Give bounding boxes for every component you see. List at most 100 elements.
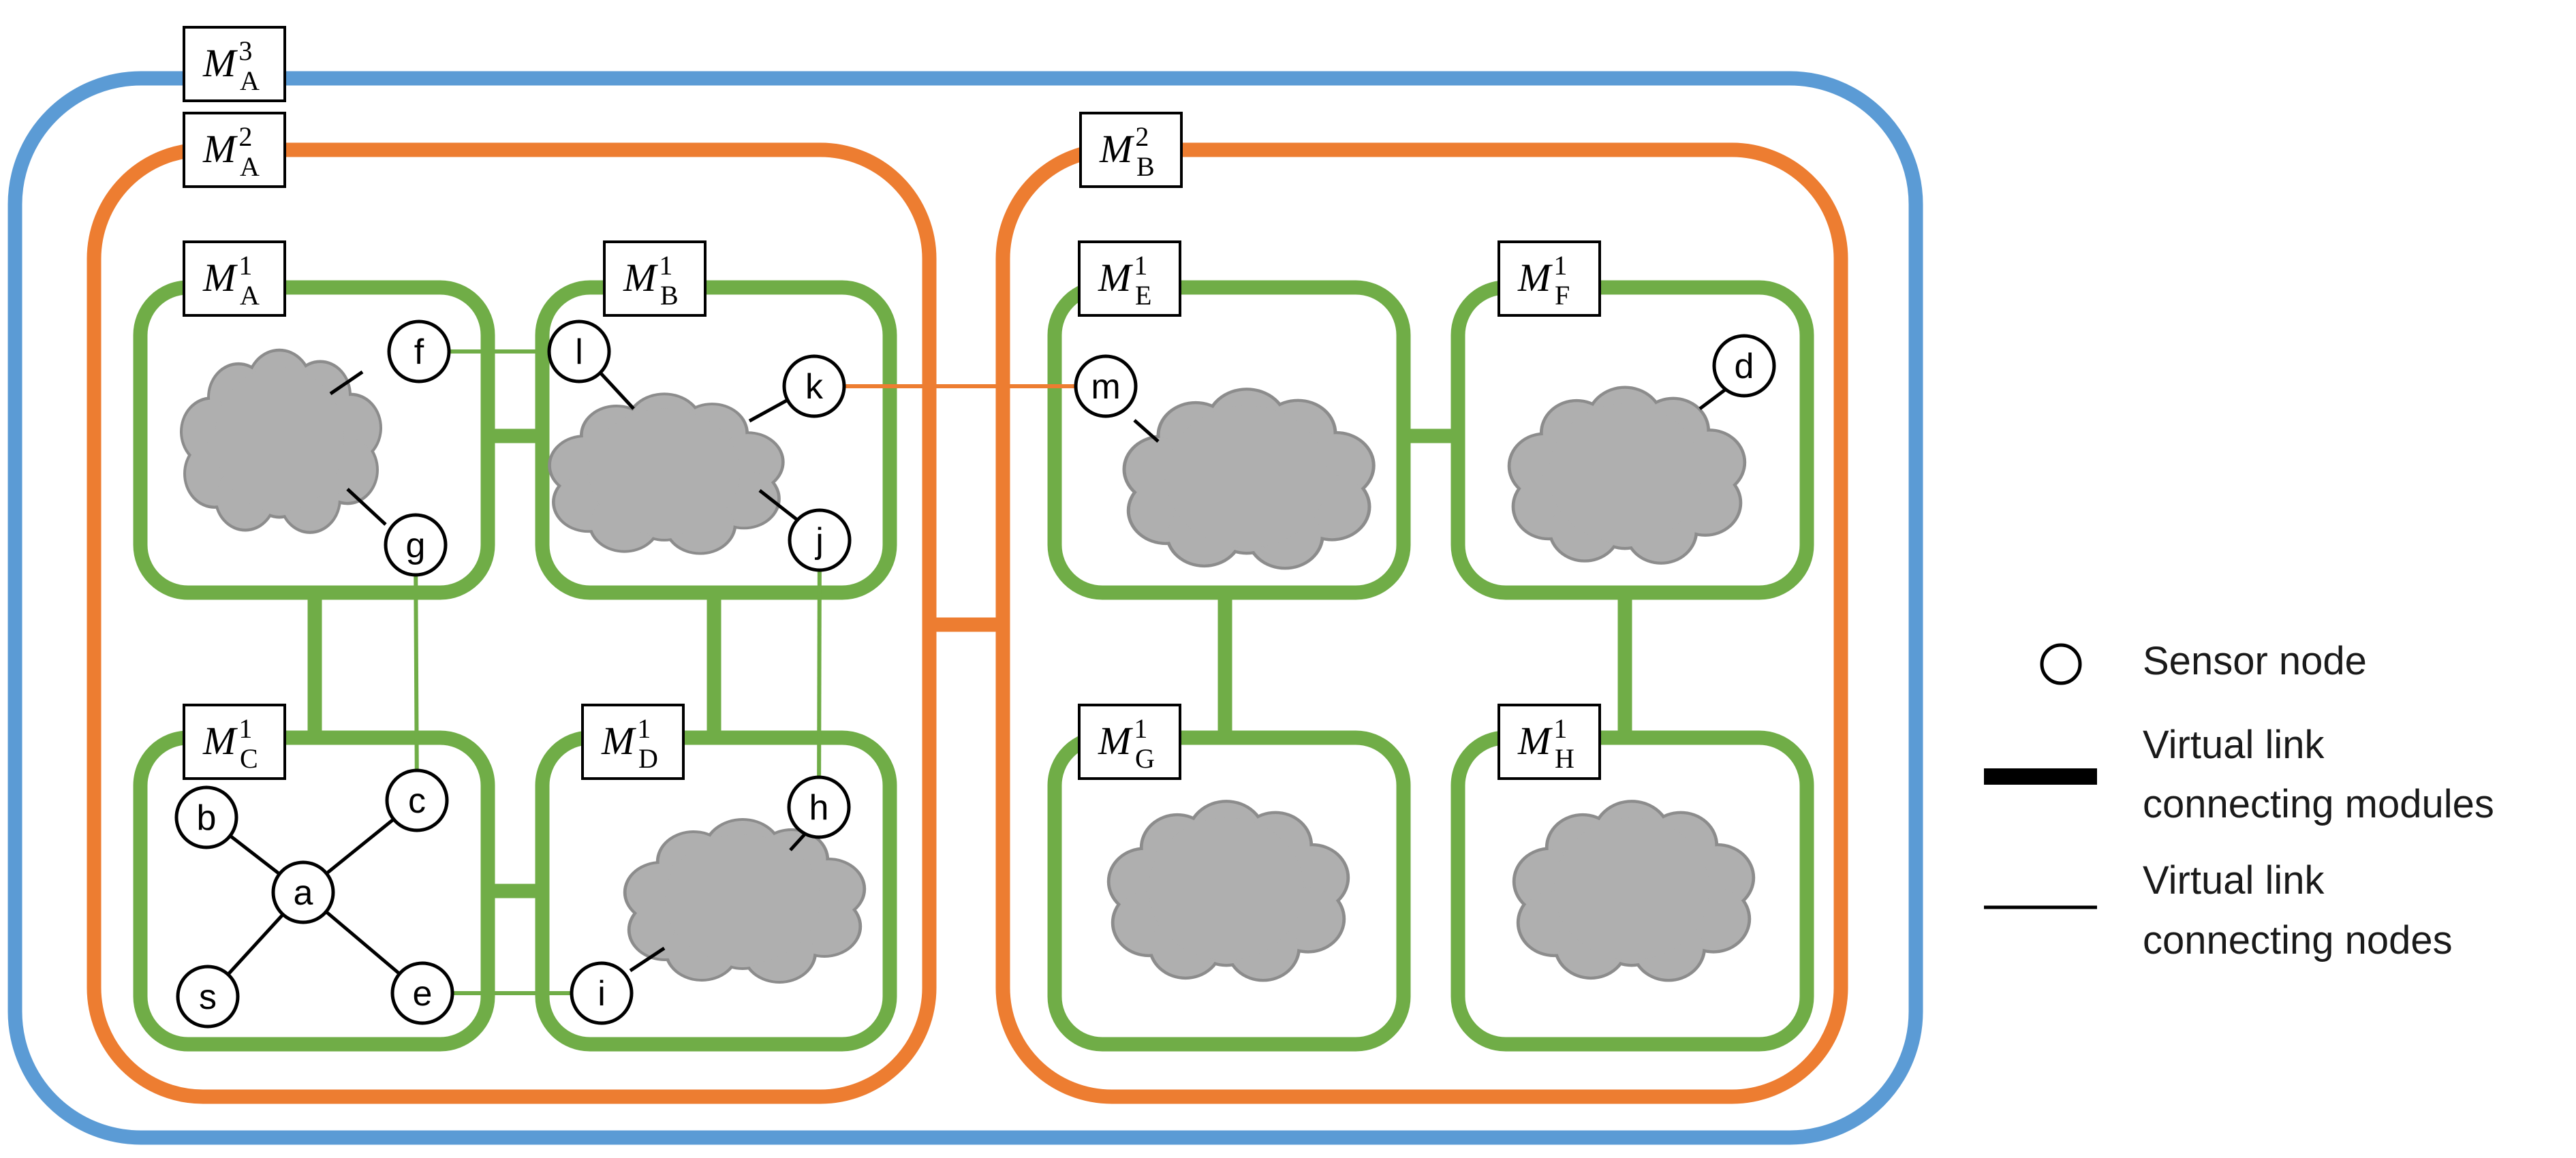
sensor-node-j: j (788, 508, 852, 572)
attach-l-cloud (598, 371, 635, 410)
sensor-nodes: f g l k j m d a b c s e h i (174, 319, 1776, 1029)
module-c1-box (133, 730, 495, 1052)
attach-i-cloud (629, 946, 666, 973)
sensor-node-e: e (390, 961, 454, 1025)
module-label-box (581, 704, 685, 780)
module-label-box (1498, 240, 1601, 317)
sensor-node-label: i (598, 974, 606, 1014)
sensor-node-label: a (294, 873, 313, 913)
legend: Sensor node Virtual link connecting modu… (1984, 639, 2494, 963)
sensor-node-a: a (271, 860, 335, 924)
sensor-node-circle (387, 319, 451, 384)
attach-k-cloud (748, 396, 792, 423)
module-e1-box (1047, 280, 1411, 600)
sensor-node-circle (271, 860, 335, 924)
cloud-f1 (1510, 389, 1743, 562)
attach-f-cloud (329, 370, 364, 396)
sensor-node-label: k (805, 367, 824, 407)
sensor-node-label: g (406, 526, 426, 565)
sensor-node-f: f (387, 319, 451, 384)
sensor-node-circle (787, 775, 851, 839)
sensor-node-d: d (1712, 334, 1776, 398)
sensor-node-circle (547, 319, 611, 384)
cloud-g1 (1111, 803, 1347, 980)
level1-module-links (307, 428, 1632, 898)
sensor-node-circle (385, 768, 449, 832)
module-label-box (183, 240, 286, 317)
module-label-box (1079, 112, 1183, 188)
sensor-node-k: k (782, 354, 846, 418)
module-label-box (183, 112, 286, 188)
legend-node-link-label-2: connecting nodes (2143, 918, 2453, 963)
link-j-h (817, 539, 822, 808)
sensor-node-i: i (570, 961, 634, 1025)
sensor-node-label: m (1091, 367, 1120, 407)
legend-module-link-label-1: Virtual link (2143, 723, 2325, 767)
module-a1-box (133, 280, 495, 600)
sensor-node-circle (174, 785, 238, 849)
attach-d-cloud (1698, 387, 1728, 410)
sensor-node-circle (788, 508, 852, 572)
sensor-node-label: s (199, 977, 217, 1017)
sensor-node-circle (1712, 334, 1776, 398)
sensor-node-g: g (384, 513, 448, 577)
sensor-node-b: b (174, 785, 238, 849)
module-d1-box (535, 730, 897, 1052)
sensor-node-s: s (176, 965, 240, 1029)
cloud-h1 (1516, 803, 1752, 980)
link-g-c (414, 544, 419, 801)
cloud-e1 (1126, 391, 1372, 567)
cloud-b1 (551, 395, 781, 552)
module-h1-box (1450, 730, 1814, 1052)
attach-g-cloud (346, 488, 387, 526)
module-label-box (603, 240, 707, 317)
sensor-node-c: c (385, 768, 449, 832)
attach-j-cloud (758, 489, 798, 521)
sensor-node-circle (1074, 354, 1138, 418)
sensor-node-l: l (547, 319, 611, 384)
module-a3-box (7, 71, 1923, 1145)
sensor-node-label: e (413, 974, 433, 1014)
sensor-node-h: h (787, 775, 851, 839)
cloud-attachments (329, 370, 1728, 973)
sensor-node-circle (384, 513, 448, 577)
attach-m-cloud (1133, 419, 1160, 443)
module-f1-box (1450, 280, 1814, 600)
module-label-box (1498, 704, 1601, 780)
legend-module-link-label-2: connecting modules (2143, 782, 2494, 826)
module-label-box (183, 704, 286, 780)
sensor-node-m: m (1074, 354, 1138, 418)
legend-sensor-node-icon (2040, 643, 2082, 685)
sensor-node-circle (176, 965, 240, 1029)
legend-node-link-label-1: Virtual link (2143, 858, 2325, 903)
module-label-box (1078, 240, 1181, 317)
sensor-node-label: f (414, 332, 424, 372)
sensor-node-circle (570, 961, 634, 1025)
sensor-node-circle (782, 354, 846, 418)
legend-sensor-node-label: Sensor node (2143, 639, 2367, 683)
module-b1-box (535, 280, 897, 600)
sensor-node-label: c (408, 781, 426, 821)
